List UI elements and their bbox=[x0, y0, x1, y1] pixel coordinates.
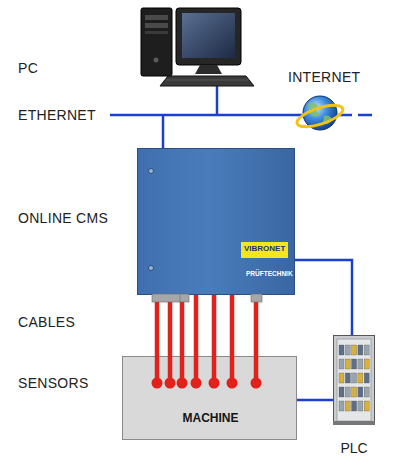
maker-logo: PRÜFTECHNIK bbox=[246, 270, 293, 278]
side-label: ONLINE CMS bbox=[18, 210, 108, 226]
side-label: SENSORS bbox=[18, 375, 89, 391]
signal-wire bbox=[297, 399, 333, 402]
plc-cabinet-drawing bbox=[333, 335, 375, 425]
sensor-cable bbox=[155, 295, 160, 356]
cms-cabinet: VIBRONET PRÜFTECHNIK bbox=[137, 148, 295, 295]
sensor-cable bbox=[168, 295, 173, 356]
machine-box: MACHINE bbox=[122, 356, 297, 440]
sensor-cable bbox=[212, 295, 217, 356]
signal-wire bbox=[295, 260, 352, 335]
side-label: ETHERNET bbox=[18, 107, 96, 123]
sensor-dot bbox=[152, 378, 262, 389]
brand-label: VIBRONET bbox=[241, 242, 288, 258]
sensor-cable bbox=[180, 295, 185, 356]
cable-gland bbox=[152, 294, 262, 302]
ethernet-line bbox=[110, 114, 302, 117]
plc-cabinet: PLC bbox=[333, 335, 375, 425]
ethernet-drop bbox=[162, 115, 165, 148]
side-label: CABLES bbox=[18, 314, 75, 330]
plc-label: PLC bbox=[319, 440, 389, 456]
pc-illustration bbox=[141, 8, 254, 86]
cabinet-hinge bbox=[149, 169, 154, 174]
sensor-stem bbox=[157, 356, 256, 383]
internet-globe bbox=[295, 96, 346, 131]
machine-label: MACHINE bbox=[123, 411, 298, 425]
ethernet-line bbox=[338, 114, 372, 117]
side-label: PC bbox=[18, 60, 38, 76]
ethernet-drop bbox=[216, 86, 219, 115]
sensor-cable bbox=[194, 295, 199, 356]
sensor-cable bbox=[230, 295, 235, 356]
cabinet-hinge bbox=[149, 266, 154, 271]
side-label: INTERNET bbox=[288, 69, 360, 85]
sensor-cable bbox=[254, 295, 259, 356]
